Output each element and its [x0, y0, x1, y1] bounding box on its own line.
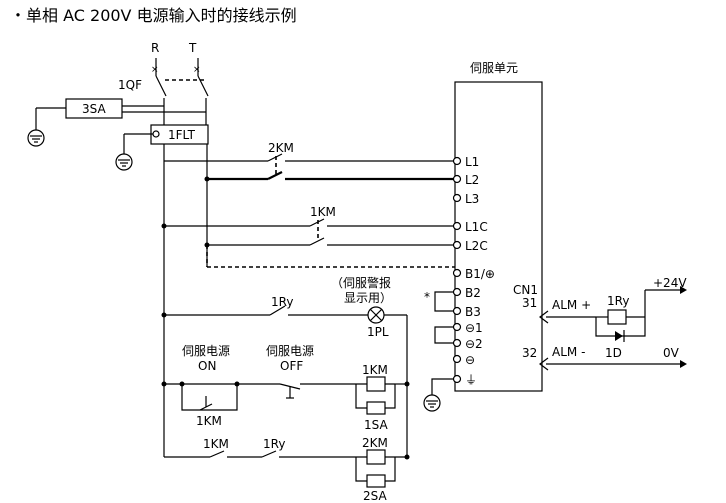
- noise-filter-1flt: [123, 124, 209, 154]
- svg-text:×: ×: [193, 65, 201, 75]
- phase-r-label: R: [151, 41, 159, 55]
- terminal-b1: B1/⊕: [465, 267, 495, 281]
- coil-2km-label: 2KM: [362, 436, 388, 450]
- lamp-note-line1: （伺服警报: [331, 275, 391, 290]
- servo-terminals: [452, 156, 462, 384]
- contactor-2km-label: 2KM: [268, 141, 294, 155]
- noise-filter-label: 1FLT: [168, 128, 196, 142]
- v24-label: +24V: [653, 276, 687, 290]
- terminal-neg: ⊖: [465, 353, 475, 367]
- page-title: ・单相 AC 200V 电源输入时的接线示例: [10, 6, 297, 25]
- contactor-1km-label: 1KM: [310, 205, 336, 219]
- servo-unit: [454, 81, 543, 392]
- holding-contact-label: 1KM: [196, 414, 222, 428]
- pin31-label: 31: [522, 296, 537, 310]
- surge-absorber-label: 3SA: [82, 102, 106, 116]
- switch-on-label-2: ON: [198, 359, 216, 373]
- alm-minus-label: ALM -: [552, 345, 585, 359]
- lamp-icon: [367, 306, 385, 324]
- switch-off-label-2: OFF: [280, 359, 303, 373]
- switch-on-label-1: 伺服电源: [182, 344, 230, 358]
- servo-unit-label: 伺服单元: [470, 61, 518, 75]
- diode-label: 1D: [605, 346, 622, 360]
- lamp-label: 1PL: [367, 325, 389, 339]
- terminal-b3: B3: [465, 305, 481, 319]
- sa1-label: 1SA: [364, 418, 388, 432]
- asterisk-note: *: [424, 290, 430, 304]
- breaker-label: 1QF: [118, 78, 142, 92]
- breaker-1qf: × ×: [151, 58, 209, 126]
- lamp-note-line2: 显示用）: [344, 291, 392, 305]
- terminal-b2: B2: [465, 286, 481, 300]
- terminal-l1: L1: [465, 155, 479, 169]
- switch-off-label-1: 伺服电源: [266, 344, 314, 358]
- surge-absorber-3sa: [35, 98, 206, 130]
- bottom-1ry-label: 1Ry: [263, 437, 285, 451]
- pin32-label: 32: [522, 346, 537, 360]
- relay-coil-label: 1Ry: [607, 294, 629, 308]
- terminal-neg1: ⊖1: [465, 321, 483, 335]
- relay-1ry-label: 1Ry: [271, 295, 293, 309]
- cn1-label: CN1: [513, 283, 538, 297]
- ground-icon: [27, 129, 45, 147]
- terminal-l2: L2: [465, 173, 479, 187]
- bottom-1km-label: 1KM: [203, 437, 229, 451]
- phase-t-label: T: [188, 41, 197, 55]
- diode-icon: [615, 330, 625, 342]
- terminal-ground: ⏚: [465, 373, 477, 387]
- terminal-neg2: ⊖2: [465, 337, 483, 351]
- alm-plus-label: ALM +: [552, 298, 591, 312]
- v0-label: 0V: [663, 346, 680, 360]
- off-button-icon: [279, 383, 301, 399]
- svg-text:×: ×: [151, 65, 159, 75]
- terminal-l3: L3: [465, 192, 479, 206]
- coil-1km-label: 1KM: [362, 363, 388, 377]
- sa2-label: 2SA: [363, 489, 387, 503]
- terminal-l1c: L1C: [465, 220, 488, 234]
- ground-icon: [115, 153, 133, 171]
- on-button-icon: [199, 396, 213, 411]
- terminal-l2c: L2C: [465, 239, 488, 253]
- ground-icon: [423, 394, 441, 412]
